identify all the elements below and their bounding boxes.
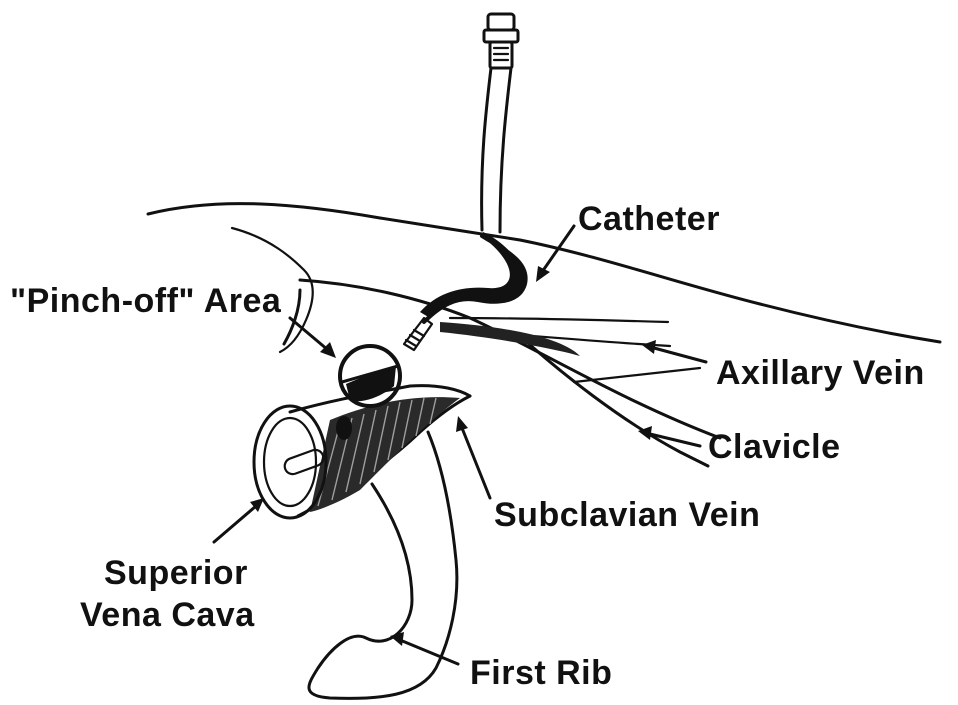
skin-outline xyxy=(148,204,940,352)
axillary-vein-illustration xyxy=(440,318,670,356)
label-subclavian-vein: Subclavian Vein xyxy=(494,496,760,534)
label-axillary-vein: Axillary Vein xyxy=(716,354,925,392)
label-pinch-off-area: "Pinch-off" Area xyxy=(10,282,282,320)
catheter-illustration xyxy=(404,14,526,350)
label-catheter: Catheter xyxy=(578,200,720,238)
label-first-rib: First Rib xyxy=(470,654,612,692)
label-vena-cava: Vena Cava xyxy=(80,596,255,634)
labels: Catheter "Pinch-off" Area Axillary Vein … xyxy=(10,200,925,692)
pinch-off-circle xyxy=(340,346,400,406)
label-superior: Superior xyxy=(104,554,248,592)
label-clavicle: Clavicle xyxy=(708,428,841,466)
